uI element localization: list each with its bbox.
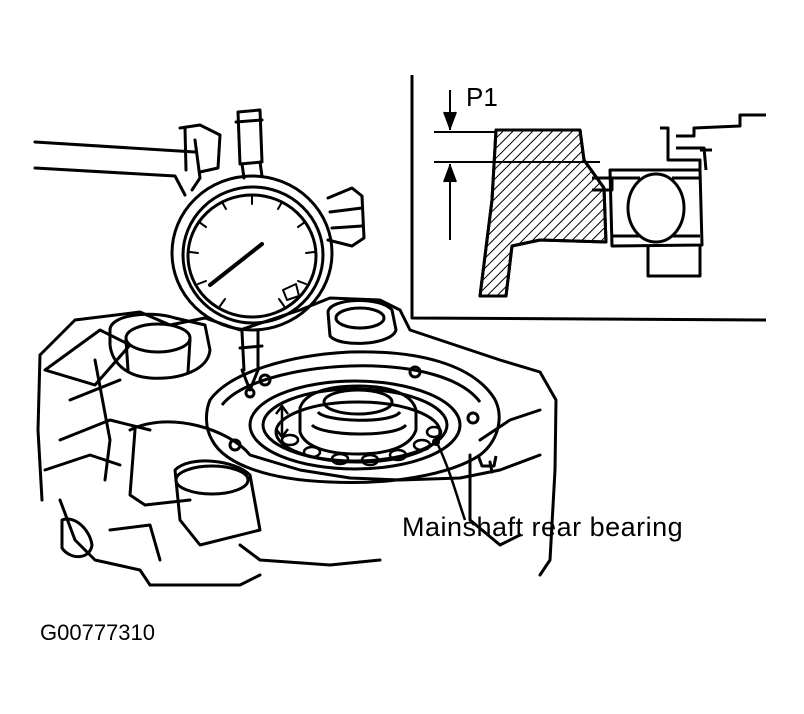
figure-id: G00777310 (40, 620, 155, 645)
dial-indicator (33, 108, 366, 399)
inset-detail (410, 75, 767, 322)
leader-dot (432, 438, 440, 446)
part-label: Mainshaft rear bearing (402, 512, 683, 542)
mainshaft-rear-bearing (248, 379, 462, 471)
leader-line (436, 444, 467, 521)
dimension-label: P1 (466, 82, 498, 112)
transmission-case (36, 296, 558, 587)
